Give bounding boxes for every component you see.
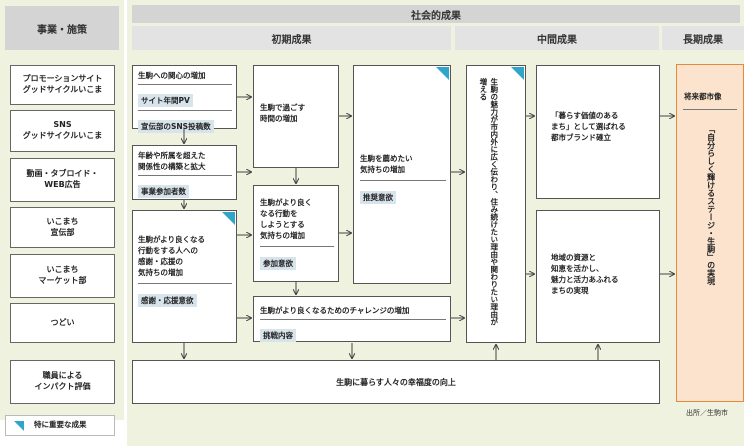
outcome-time-spent: 生駒で過ごす時間の増加 bbox=[253, 65, 339, 168]
kpi-tag: 推奨意欲 bbox=[360, 190, 396, 204]
kpi-tag: 参加意欲 bbox=[260, 256, 296, 270]
kpi-tag: 挑戦内容 bbox=[260, 328, 296, 342]
kpi-tag: 事業参加者数 bbox=[138, 184, 189, 198]
outcome-challenge: 生駒がより良くなるためのチャレンジの増加 挑戦内容 bbox=[253, 296, 451, 342]
activity-ikomachi-pr: いこまち宣伝部 bbox=[10, 207, 115, 248]
legend-marker-icon bbox=[14, 421, 24, 431]
kpi-tag: 宣伝部のSNS投稿数 bbox=[138, 119, 214, 133]
future-city-label: 将来都市像 bbox=[684, 92, 722, 101]
future-city-vision: 「自分らしく輝けるステージ・生駒」の実現 bbox=[706, 125, 716, 285]
social-outcomes-header: 社会的成果 bbox=[132, 5, 740, 23]
outcome-vibrant-town: 地域の資源と知恵を活かし、魅力と活力あふれるまちの実現 bbox=[536, 210, 660, 343]
outcome-relations: 年齢や所属を超えた関係性の構築と拡大 事業参加者数 bbox=[132, 145, 237, 200]
outcome-city-brand: 「暮らす価値のあるまち」として選ばれる都市ブランド確立 bbox=[536, 65, 660, 199]
legend-label: 特に重要な成果 bbox=[34, 420, 87, 429]
kpi-tag: サイト年間PV bbox=[138, 93, 193, 107]
intermediate-outcomes-header: 中間成果 bbox=[455, 26, 659, 50]
legend: 特に重要な成果 bbox=[5, 415, 115, 436]
activity-promotion-site: プロモーションサイトグッドサイクルいこま bbox=[10, 65, 115, 105]
source-note: 出所／生駒市 bbox=[686, 409, 728, 417]
activity-tsudoi: つどい bbox=[10, 303, 115, 343]
outcome-gratitude: 生駒がより良くなる行動をする人への感謝・応援の気持ちの増加 感謝・応援意欲 bbox=[132, 210, 237, 343]
important-marker bbox=[222, 212, 235, 225]
outcome-recommend: 生駒を薦めたい気持ちの増加 推奨意欲 bbox=[353, 65, 451, 284]
outcome-interest: 生駒への関心の増加 サイト年間PV 宣伝部のSNS投稿数 bbox=[132, 65, 237, 133]
activity-ikomachi-market: いこまちマーケット部 bbox=[10, 254, 115, 298]
outcome-attraction-spread: 生駒の魅力が市内外に広く伝わり、住み続けたい理由や関わりたい理由が増える bbox=[466, 65, 526, 343]
activity-impact-evaluation: 職員によるインパクト評価 bbox=[10, 360, 115, 404]
activity-video-ads: 動画・タブロイド・WEB広告 bbox=[10, 158, 115, 202]
activities-header: 事業・施策 bbox=[5, 6, 119, 50]
kpi-tag: 感謝・応援意欲 bbox=[138, 293, 197, 307]
initial-outcomes-header: 初期成果 bbox=[132, 26, 451, 50]
outcome-action-willingness: 生駒がより良くなる行動をしようとする気持ちの増加 参加意欲 bbox=[253, 185, 339, 282]
important-marker bbox=[511, 67, 524, 80]
outcome-wellbeing: 生駒に暮らす人々の幸福度の向上 bbox=[132, 360, 660, 404]
long-term-outcomes-header: 長期成果 bbox=[662, 26, 744, 50]
important-marker bbox=[436, 67, 449, 80]
